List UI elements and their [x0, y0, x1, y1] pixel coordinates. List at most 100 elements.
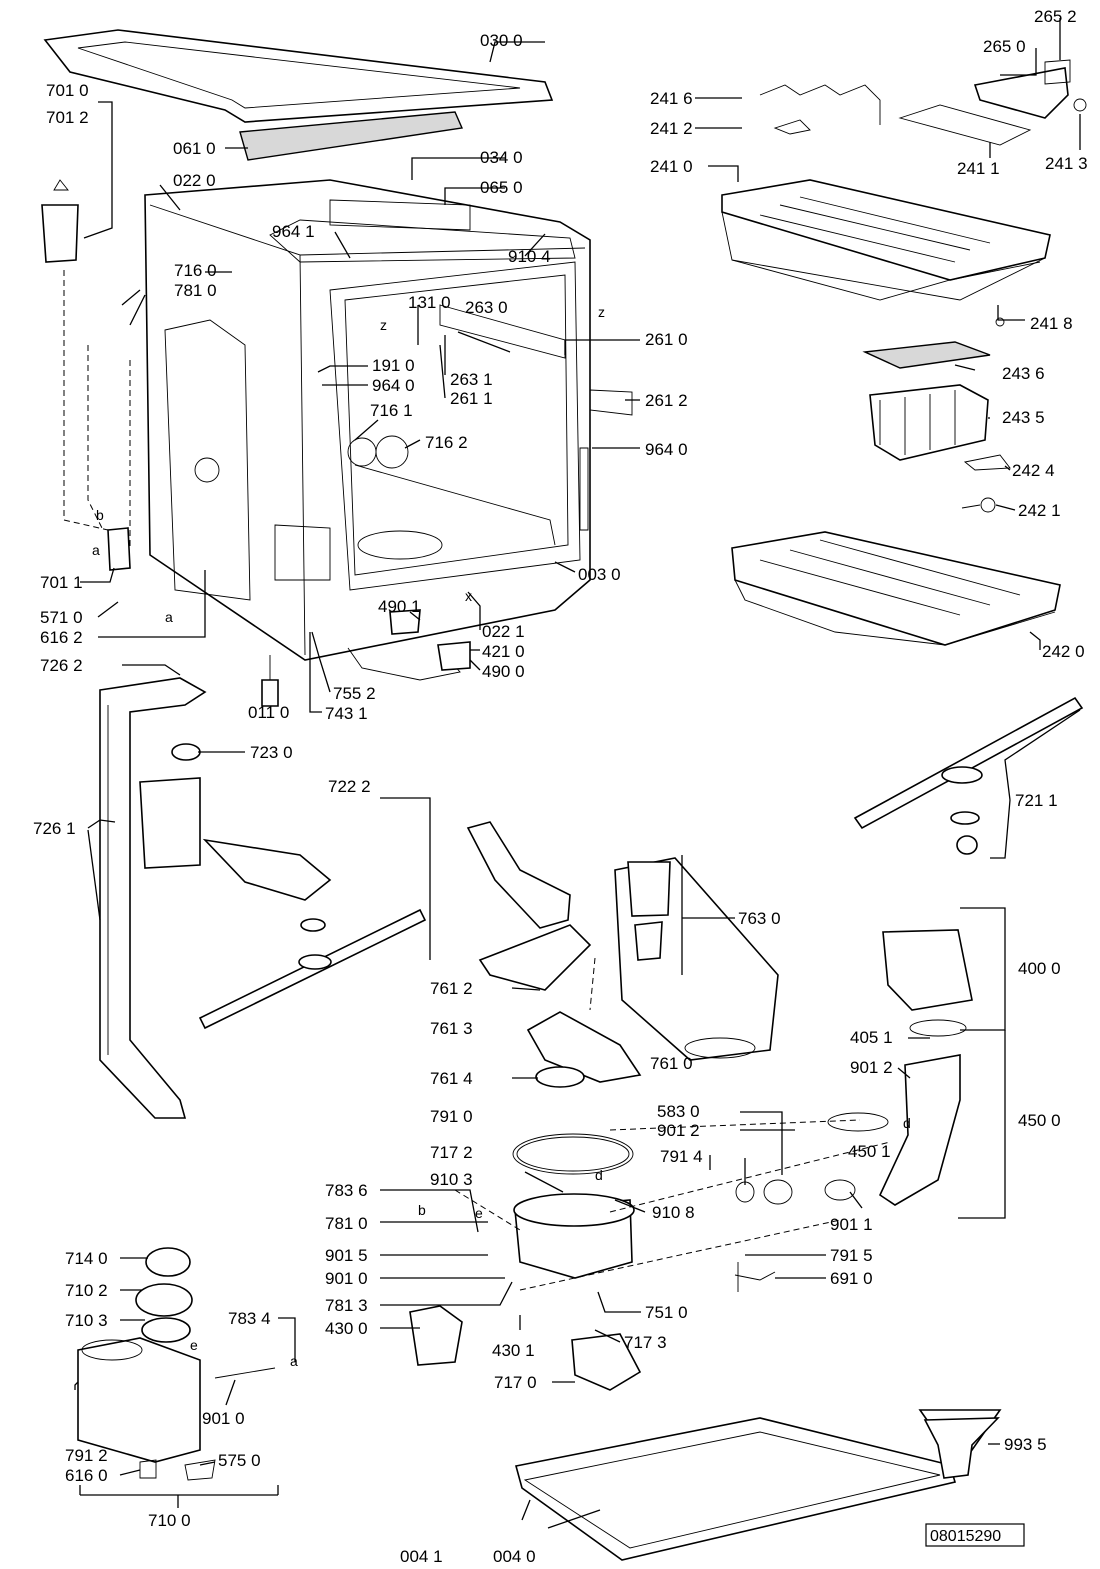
label-400-0: 400 0 — [1018, 959, 1061, 978]
label-011-0: 011 0 — [248, 703, 289, 722]
label-781-0-b: 781 0 — [325, 1214, 368, 1233]
letter-b-2: b — [418, 1202, 426, 1218]
label-241-1: 241 1 — [957, 159, 1000, 178]
label-710-0: 710 0 — [148, 1511, 191, 1530]
worktop-part — [43, 29, 554, 123]
label-583-0: 583 0 — [657, 1102, 700, 1121]
label-263-0: 263 0 — [465, 298, 508, 317]
label-261-2: 261 2 — [645, 391, 688, 410]
label-791-2: 791 2 — [65, 1446, 108, 1465]
label-716-2: 716 2 — [425, 433, 468, 452]
letter-d-2: d — [903, 1115, 911, 1131]
label-003-0: 003 0 — [578, 565, 621, 584]
label-421-0: 421 0 — [482, 642, 525, 661]
label-901-2-b: 901 2 — [657, 1121, 700, 1140]
label-910-3: 910 3 — [430, 1170, 473, 1189]
insulation-part — [239, 111, 464, 161]
label-265-0: 265 0 — [983, 37, 1026, 56]
sump-assembly — [409, 821, 642, 1391]
label-022-0: 022 0 — [173, 171, 216, 190]
label-791-5: 791 5 — [830, 1246, 873, 1265]
hose-clip-part-7011 — [41, 179, 131, 571]
label-490-1: 490 1 — [378, 597, 421, 616]
cutlery-basket-part — [862, 341, 991, 461]
letter-a-3: a — [290, 1353, 298, 1369]
reference-lines — [63, 270, 891, 1291]
label-241-0: 241 0 — [650, 157, 693, 176]
label-004-1: 004 1 — [400, 1547, 443, 1564]
label-901-5: 901 5 — [325, 1246, 368, 1265]
lower-spray-arm-assembly — [171, 743, 427, 1030]
letter-z-2: z — [598, 304, 605, 320]
label-004-0: 004 0 — [493, 1547, 536, 1564]
base-tray-part — [515, 1417, 957, 1561]
upper-spray-arm-part — [853, 696, 1084, 855]
label-964-0-a: 964 0 — [372, 376, 415, 395]
label-131-0: 131 0 — [408, 293, 451, 312]
letter-x: x — [465, 588, 472, 604]
label-716-1: 716 1 — [370, 401, 413, 420]
label-405-1: 405 1 — [850, 1028, 893, 1047]
sensor-part-6910 — [734, 1262, 776, 1292]
label-964-1: 964 1 — [272, 222, 315, 241]
label-571-0: 571 0 — [40, 608, 83, 627]
label-701-2: 701 2 — [46, 108, 89, 127]
document-number-box: 08015290 — [925, 1523, 1025, 1547]
label-243-5: 243 5 — [1002, 408, 1045, 427]
label-781-3: 781 3 — [325, 1296, 368, 1315]
cable-part — [347, 609, 471, 681]
label-701-0: 701 0 — [46, 81, 89, 100]
label-755-2: 755 2 — [333, 684, 376, 703]
label-242-0: 242 0 — [1042, 642, 1085, 661]
part-labels: 030 0 265 2 265 0 241 6 241 2 241 0 241 … — [33, 7, 1088, 1566]
label-717-3: 717 3 — [624, 1333, 667, 1352]
label-490-0: 490 0 — [482, 662, 525, 681]
label-450-0: 450 0 — [1018, 1111, 1061, 1130]
label-722-2: 722 2 — [328, 777, 371, 796]
label-261-0: 261 0 — [645, 330, 688, 349]
label-901-0-a: 901 0 — [325, 1269, 368, 1288]
letter-b-1: b — [96, 507, 104, 523]
label-723-0: 723 0 — [250, 743, 293, 762]
label-430-0: 430 0 — [325, 1319, 368, 1338]
letter-d-1: d — [595, 1167, 603, 1183]
reference-letters: z z x a b a d d b e e a — [92, 304, 911, 1369]
label-241-6: 241 6 — [650, 89, 693, 108]
label-993-5: 993 5 — [1004, 1435, 1047, 1454]
label-761-2: 761 2 — [430, 979, 473, 998]
label-910-8: 910 8 — [652, 1203, 695, 1222]
label-763-0: 763 0 — [738, 909, 781, 928]
small-part-2421 — [961, 497, 996, 513]
foot-part — [261, 655, 279, 707]
label-241-2: 241 2 — [650, 119, 693, 138]
roller-part — [995, 317, 1005, 327]
label-243-6: 243 6 — [1002, 364, 1045, 383]
label-726-2: 726 2 — [40, 656, 83, 675]
label-061-0: 061 0 — [173, 139, 216, 158]
label-783-6: 783 6 — [325, 1181, 368, 1200]
label-781-0-a: 781 0 — [174, 281, 217, 300]
label-575-0: 575 0 — [218, 1451, 261, 1470]
label-710-3: 710 3 — [65, 1311, 108, 1330]
document-number: 08015290 — [930, 1528, 1001, 1545]
filter-part — [614, 857, 779, 1061]
label-761-0: 761 0 — [650, 1054, 693, 1073]
label-034-0: 034 0 — [480, 148, 523, 167]
letter-e-2: e — [190, 1337, 198, 1353]
label-263-1: 263 1 — [450, 370, 493, 389]
small-part-2424 — [963, 454, 1011, 471]
label-261-1: 261 1 — [450, 389, 493, 408]
circulation-pipe-part — [99, 677, 207, 1119]
label-191-0: 191 0 — [372, 356, 415, 375]
label-065-0: 065 0 — [480, 178, 523, 197]
label-241-3: 241 3 — [1045, 154, 1088, 173]
label-791-0: 791 0 — [430, 1107, 473, 1126]
label-616-2: 616 2 — [40, 628, 83, 647]
label-616-0: 616 0 — [65, 1466, 108, 1485]
label-743-1: 743 1 — [325, 704, 368, 723]
label-901-1: 901 1 — [830, 1215, 873, 1234]
lower-basket-part — [731, 531, 1061, 646]
leader-lines — [74, 18, 1081, 1529]
